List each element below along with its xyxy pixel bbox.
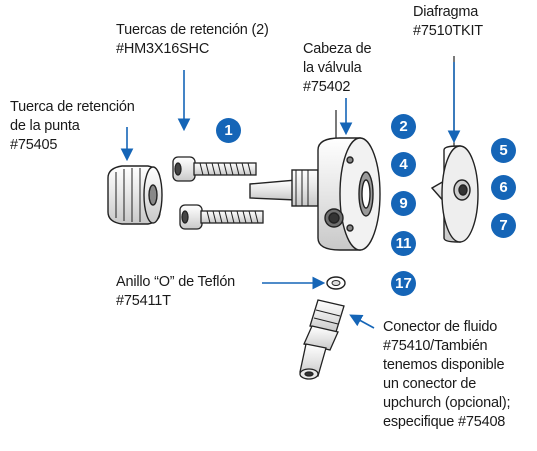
valve-head-part (249, 137, 381, 251)
oring-label: Anillo “O” de Teflón#75411T (116, 274, 236, 309)
badge-1: 1 (216, 118, 241, 143)
badge-7: 7 (491, 213, 516, 238)
arrows (120, 62, 461, 329)
retaining-screw-bottom (179, 204, 264, 230)
diaphragm-part (430, 145, 479, 243)
badge-11: 11 (391, 231, 416, 256)
fluid-connector-part (299, 299, 345, 380)
badge-9: 9 (391, 191, 416, 216)
retaining-nuts-label: Tuercas de retención (2)#HM3X16SHC (116, 22, 269, 57)
retaining-screw-top (172, 156, 257, 182)
diaphragm-label: Diafragma#7510TKIT (413, 4, 483, 39)
badge-5: 5 (491, 138, 516, 163)
tip-nut-part (107, 165, 163, 225)
badge-2: 2 (391, 114, 416, 139)
badge-6: 6 (491, 175, 516, 200)
badge-4: 4 (391, 152, 416, 177)
badge-17: 17 (391, 271, 416, 296)
